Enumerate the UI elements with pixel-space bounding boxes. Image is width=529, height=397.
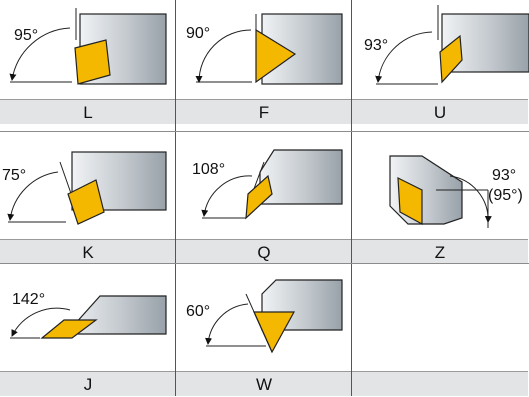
cell-u: 93° U bbox=[352, 0, 529, 132]
row-divider bbox=[0, 263, 529, 264]
diagram-l: 95° bbox=[9, 8, 167, 85]
cell-q: 108° Q bbox=[176, 132, 352, 264]
angle-arc bbox=[195, 29, 252, 83]
insert bbox=[397, 176, 423, 226]
angle-arc bbox=[201, 175, 253, 217]
column-divider bbox=[175, 0, 176, 396]
code-label: W bbox=[176, 371, 352, 396]
angle-arc bbox=[11, 307, 71, 337]
code-label: Z bbox=[352, 239, 528, 264]
insert bbox=[74, 39, 111, 85]
diagram-k: 75° bbox=[2, 151, 167, 225]
angle-arc bbox=[375, 31, 433, 83]
reference-line bbox=[245, 293, 273, 353]
column-divider bbox=[351, 0, 352, 396]
angle-label: 108° bbox=[192, 161, 225, 178]
insert bbox=[255, 28, 297, 84]
row-divider bbox=[0, 131, 529, 132]
diagram-u: 93° bbox=[364, 5, 529, 85]
cell-j: 142° J bbox=[0, 264, 176, 396]
tool-holder bbox=[259, 149, 343, 205]
angle-label: 75° bbox=[2, 167, 26, 184]
diagram-q: 108° bbox=[192, 149, 343, 220]
code-label: J bbox=[0, 371, 176, 396]
diagram-w: 60° bbox=[186, 279, 343, 354]
angle-label: 60° bbox=[186, 303, 210, 320]
insert bbox=[67, 179, 105, 225]
angle-arc bbox=[449, 175, 492, 223]
insert bbox=[245, 174, 273, 220]
cell-l: 95° L bbox=[0, 0, 176, 132]
angle-label: 93° bbox=[364, 37, 388, 54]
code-label: L bbox=[0, 99, 176, 124]
code-label: F bbox=[176, 99, 352, 124]
diagram-z: 93° (95°) bbox=[389, 155, 523, 228]
code-label: Q bbox=[176, 239, 352, 264]
angle-label: 142° bbox=[12, 291, 45, 308]
insert bbox=[439, 34, 463, 84]
angle-label: 95° bbox=[14, 27, 38, 44]
tool-holder bbox=[261, 13, 343, 85]
cell-empty bbox=[352, 264, 528, 396]
insert bbox=[40, 319, 98, 339]
angle-arc bbox=[205, 303, 249, 345]
cell-k: 75° K bbox=[0, 132, 176, 264]
angle-label: 93° bbox=[492, 167, 516, 184]
empty-label-bar bbox=[352, 371, 528, 396]
angle-arc bbox=[7, 171, 59, 221]
angle-label: 90° bbox=[186, 25, 210, 42]
cell-f: 90° F bbox=[176, 0, 352, 132]
diagram-f: 90° bbox=[186, 13, 343, 85]
code-label: U bbox=[352, 99, 528, 124]
cell-w: 60° W bbox=[176, 264, 352, 396]
angle-arc bbox=[9, 27, 71, 81]
angle-label-alt: (95°) bbox=[488, 187, 523, 204]
cell-z: 93° (95°) Z bbox=[352, 132, 528, 264]
diagram-j: 142° bbox=[10, 291, 167, 339]
code-label: K bbox=[0, 239, 176, 264]
